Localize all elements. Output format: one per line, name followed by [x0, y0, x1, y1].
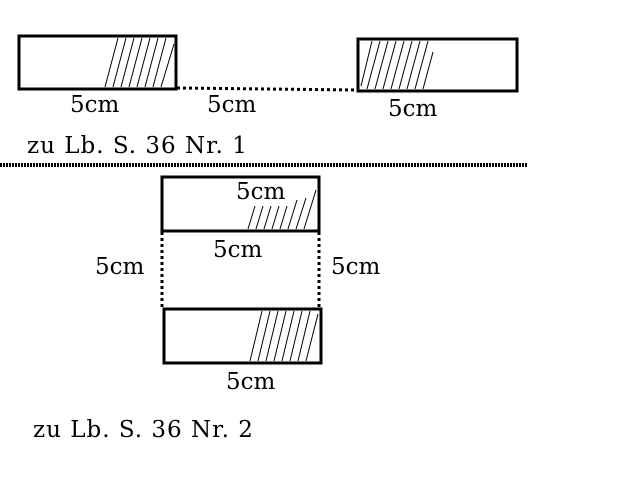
label-left-gap: 5cm: [95, 254, 145, 280]
caption-figure-2: zu Lb. S. 36 Nr. 2: [33, 417, 254, 443]
figure-2: 5cm 5cm 5cm 5cm 5cm zu Lb. S. 36 Nr. 2: [33, 175, 381, 443]
caption-figure-1: zu Lb. S. 36 Nr. 1: [27, 133, 248, 159]
label-left-block: 5cm: [70, 92, 120, 118]
gap-dotted-line: [176, 86, 358, 92]
hatch-left-block: [104, 37, 175, 88]
label-top-block: 5cm: [236, 179, 286, 205]
figure-1: 5cm 5cm 5cm zu Lb. S. 36 Nr. 1: [17, 34, 519, 159]
label-right-block: 5cm: [388, 96, 438, 122]
hatch-top-block: [247, 189, 317, 230]
block-bottom: [162, 307, 323, 365]
hatch-right-block: [360, 40, 434, 90]
label-top-block-bottom: 5cm: [213, 237, 263, 263]
label-bottom-block: 5cm: [226, 369, 276, 395]
block-left: [17, 34, 178, 91]
label-gap: 5cm: [207, 92, 257, 118]
block-top: [160, 175, 321, 233]
hatch-bottom-block: [249, 310, 319, 362]
label-right-gap: 5cm: [331, 254, 381, 280]
